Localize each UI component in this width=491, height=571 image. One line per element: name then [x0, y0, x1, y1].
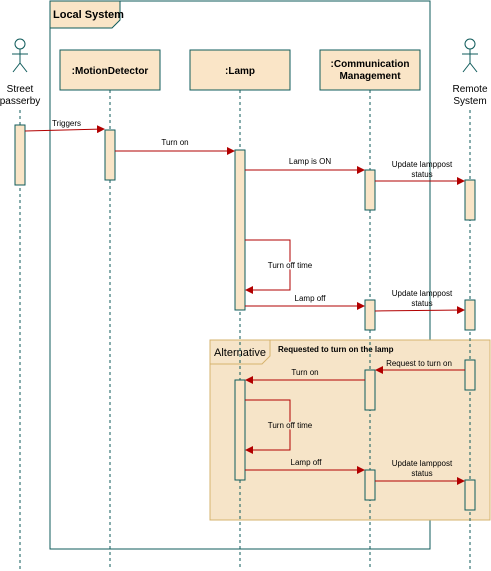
activation-lamp-1 [234, 149, 246, 311]
actor-remote-label-line1: Remote [452, 84, 487, 95]
activation-lamp-2 [234, 379, 246, 481]
activation-comm-4 [364, 469, 376, 501]
actor-passerby-label-line1: Street [7, 84, 34, 95]
activation-remote-3 [464, 359, 476, 391]
message-request-turn-on-label: Request to turn on [386, 359, 452, 368]
participant-comm-label-line2: Management [339, 71, 401, 82]
activation-motion-detector [104, 129, 116, 181]
message-triggers-label: Triggers [52, 119, 81, 128]
message-update-status-2-label-line2: status [411, 299, 432, 308]
alt-fragment-guard: Requested to turn on the lamp [278, 345, 394, 354]
message-update-status-1-label-line2: status [411, 170, 432, 179]
message-update-status-3-label-line1: Update lamppost [392, 459, 453, 468]
activation-remote-2 [464, 299, 476, 331]
message-turn-off-time-2-label: Turn off time [268, 421, 313, 430]
participant-motion-detector-box [59, 49, 161, 91]
message-triggers-arrow [24, 125, 105, 134]
alt-fragment-label: Alternative [214, 347, 266, 359]
activation-passerby [14, 124, 26, 186]
activation-comm-1 [364, 169, 376, 211]
message-update-status-1-label-line1: Update lamppost [392, 160, 453, 169]
participant-comm-box [319, 49, 421, 91]
activation-comm-3 [364, 369, 376, 411]
alt-fragment-tab [209, 339, 271, 365]
actor-remote-label-line2: System [453, 96, 486, 107]
message-lamp-is-on-label: Lamp is ON [289, 157, 331, 166]
message-update-status-3-label-line2: status [411, 469, 432, 478]
activation-remote-1 [464, 179, 476, 221]
participant-lamp-label: :Lamp [225, 66, 255, 77]
message-turn-on-1-label: Turn on [161, 138, 188, 147]
message-turn-off-time-1-label: Turn off time [268, 261, 313, 270]
activation-remote-4 [464, 479, 476, 511]
activation-comm-2 [364, 299, 376, 331]
local-system-frame-tab [49, 0, 121, 29]
message-turn-off-time-2-arrow [245, 399, 291, 454]
participant-motion-detector-label: :MotionDetector [72, 66, 149, 77]
message-turn-off-time-1-arrow [245, 239, 291, 294]
local-system-title: Local System [53, 9, 124, 21]
actor-passerby-label-line2: passerby [0, 96, 40, 107]
message-lamp-off-1-label: Lamp off [295, 294, 327, 303]
actor-remote-icon [462, 38, 478, 73]
participant-comm-label-line1: :Communication [331, 59, 410, 70]
actor-passerby-icon [12, 38, 28, 73]
participant-lamp-box [189, 49, 291, 91]
message-update-status-2-label-line1: Update lamppost [392, 289, 453, 298]
message-turn-on-2-label: Turn on [291, 368, 318, 377]
message-update-status-2-arrow [374, 306, 465, 315]
message-lamp-off-2-label: Lamp off [291, 458, 323, 467]
